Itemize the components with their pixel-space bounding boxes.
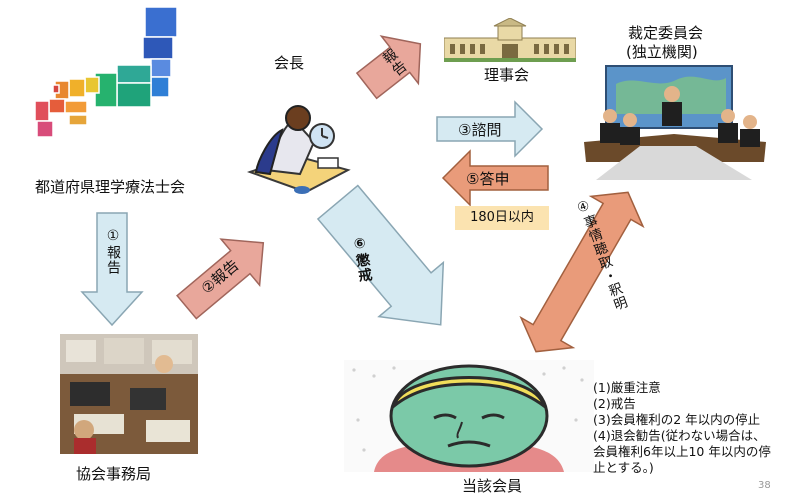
arrow-consult	[436, 100, 544, 158]
member-face-icon	[344, 360, 594, 472]
penalty-item: 会員権利6年以上10 年以内の停	[593, 444, 771, 459]
penalties-list: (1)厳重注意 (2)戒告 (3)会員権利の2 年以内の停止 (4)退会勧告(従…	[593, 380, 808, 476]
arrow-report-down	[80, 212, 144, 327]
member-label: 当該会員	[462, 477, 523, 495]
committee-meeting-icon	[584, 65, 766, 180]
prefectural-association-label: 都道府県理学療法士会	[35, 178, 186, 196]
arrow-label-consult: ③諮問	[458, 121, 502, 139]
penalty-item: (2)戒告	[593, 396, 636, 411]
deadline-badge: 180日以内	[455, 206, 549, 230]
board-label: 理事会	[484, 66, 530, 84]
arrow-reply	[441, 149, 549, 207]
arrow-report-up	[175, 238, 265, 320]
arrow-label-reply: ⑤答申	[466, 170, 510, 188]
japan-map-icon	[34, 6, 178, 138]
president-icon	[246, 105, 351, 194]
arrow-discipline	[316, 184, 445, 326]
page-number: 38	[758, 480, 771, 491]
penalty-item: 止とする。)	[593, 460, 654, 475]
penalty-item: (4)退会勧告(従わない場合は、	[593, 428, 766, 443]
committee-label-line2: (独立機関)	[626, 43, 698, 61]
penalty-item: (1)厳重注意	[593, 380, 661, 395]
penalty-item: (3)会員権利の2 年以内の停止	[593, 412, 761, 427]
arrow-report-board	[355, 35, 422, 100]
arrow-hearing	[519, 191, 645, 353]
office-photo-icon	[60, 334, 198, 454]
committee-label-line1: 裁定委員会	[628, 24, 704, 42]
board-building-icon	[444, 18, 576, 62]
arrow-label-report-down: ①報告	[105, 228, 121, 275]
secretariat-label: 協会事務局	[76, 465, 152, 483]
president-label: 会長	[274, 54, 305, 72]
